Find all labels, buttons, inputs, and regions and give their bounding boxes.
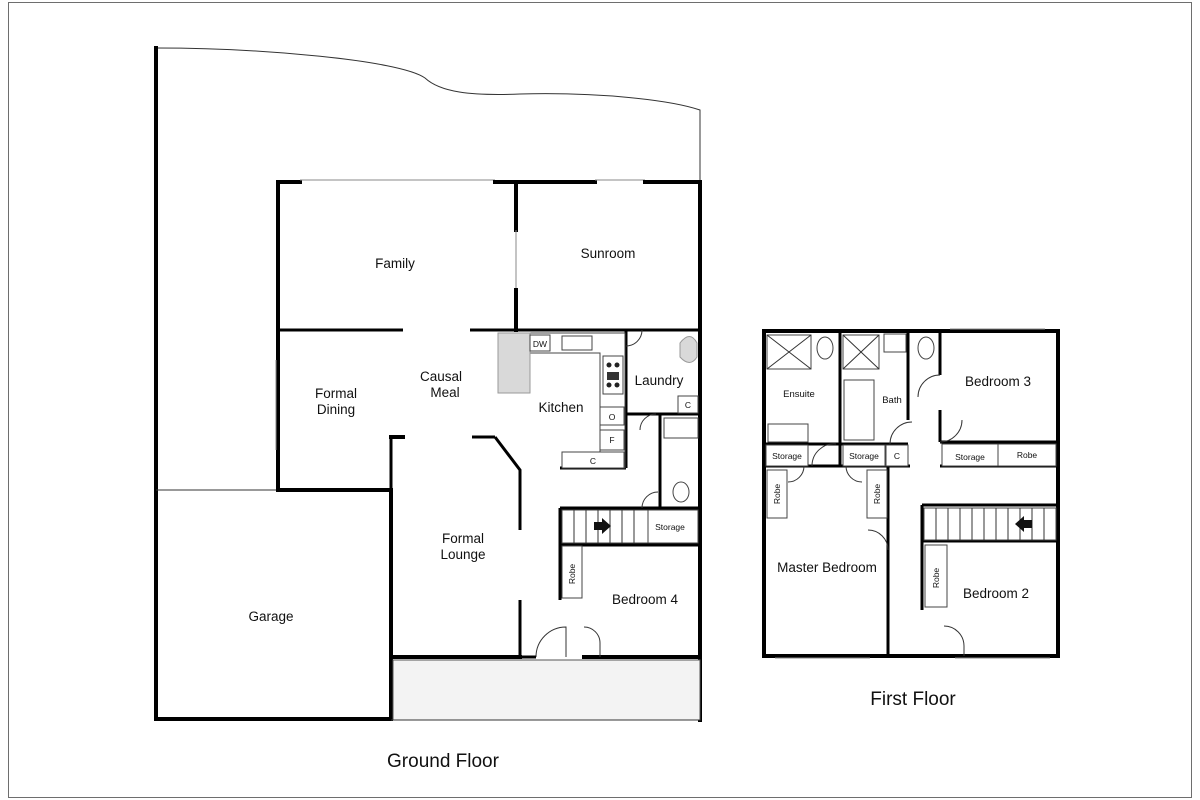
ff-cupboard [885,444,909,467]
family-label: Family [375,256,415,271]
bed2-robe [924,544,948,608]
laundry-basin [663,417,699,439]
laundry-door [625,329,643,347]
ensuite-basin [767,423,809,443]
ff-cupboard-label: C [894,451,900,461]
wc-door-b [641,491,659,509]
fridge-label: F [609,435,614,445]
bed3-robe-label: Robe [1017,450,1038,460]
bedroom2-label: Bedroom 2 [963,586,1029,601]
kitchen-sink [561,335,593,351]
ensuite-label: Ensuite [783,389,815,400]
ff-storage-a-label: Storage [772,451,802,461]
master-bedroom-label: Master Bedroom [777,560,877,575]
patio [392,659,701,721]
ff-storage-b [842,444,886,467]
laundry-tub [679,336,698,363]
master-robe-b [866,469,888,519]
ground-storage-label: Storage [655,522,685,532]
bath-basin [883,333,907,353]
bed3-door [939,419,963,443]
laundry-label: Laundry [635,373,684,388]
master-door [787,465,805,483]
bed2-door [943,625,965,656]
bed4-door [583,626,601,657]
bedroom3-label: Bedroom 3 [965,374,1031,389]
wc-door-a [639,413,657,431]
bed4-robe-label: Robe [567,564,577,585]
bath-label: Bath [882,395,902,406]
laundry-cupboard [677,395,699,414]
ensuite-toilet [816,336,834,360]
bathtub [843,379,875,441]
ff-storage-b-label: Storage [849,451,879,461]
ground-storage [647,509,699,544]
garage-label: Garage [248,609,293,624]
kitchen-island [497,332,531,394]
ground-floor-title: Ground Floor [387,751,500,772]
oven [599,406,625,426]
laundry-c-label: C [685,400,691,410]
front-door [535,626,567,658]
stair-arrow-right [594,518,611,534]
plan-frame [8,2,1192,798]
ground-stairs [561,509,649,544]
toilet [672,481,690,503]
toilet-door [917,374,941,398]
first-floor-plan [762,328,1060,659]
labels: Family Sunroom Formal Dining Causal Meal… [248,246,1037,772]
master-robe-a [766,469,788,519]
master-robe-a-label: Robe [772,484,782,505]
causal-meal-label-1: Causal [420,369,462,384]
bath-door [889,421,913,445]
ground-floor-plan [154,46,702,722]
dishwasher [529,334,551,352]
kitchen-cupboard [561,451,625,469]
master-robe-b-label: Robe [872,484,882,505]
causal-meal-label-2: Meal [430,385,459,400]
ff-storage-a [765,444,809,467]
ff-storage-c-label: Storage [955,452,985,462]
bed2-robe-label: Robe [931,568,941,589]
bath-toilet [917,336,935,360]
bed4-robe [561,545,583,599]
first-floor-title: First Floor [870,689,956,710]
fridge [599,429,625,451]
first-stairs [923,507,1057,541]
bedroom4-label: Bedroom 4 [612,592,679,607]
kitchen-c-label: C [590,456,596,466]
ensuite-door [811,443,837,467]
oven-label: O [609,412,616,422]
formal-lounge-label-2: Lounge [440,547,485,562]
sunroom-label: Sunroom [581,246,636,261]
master-door-b [867,529,889,551]
storage-door [845,465,863,483]
stair-arrow-left [1015,516,1032,532]
yard-boundary [155,47,701,182]
formal-lounge-label-1: Formal [442,531,484,546]
formal-dining-label-2: Dining [317,402,355,417]
kitchen-label: Kitchen [538,400,583,415]
bed3-robe [997,443,1057,467]
formal-dining-label-1: Formal [315,386,357,401]
dw-label: DW [533,339,547,349]
first-outer-walls [762,329,1060,658]
lounge-angled-wall [493,436,522,530]
